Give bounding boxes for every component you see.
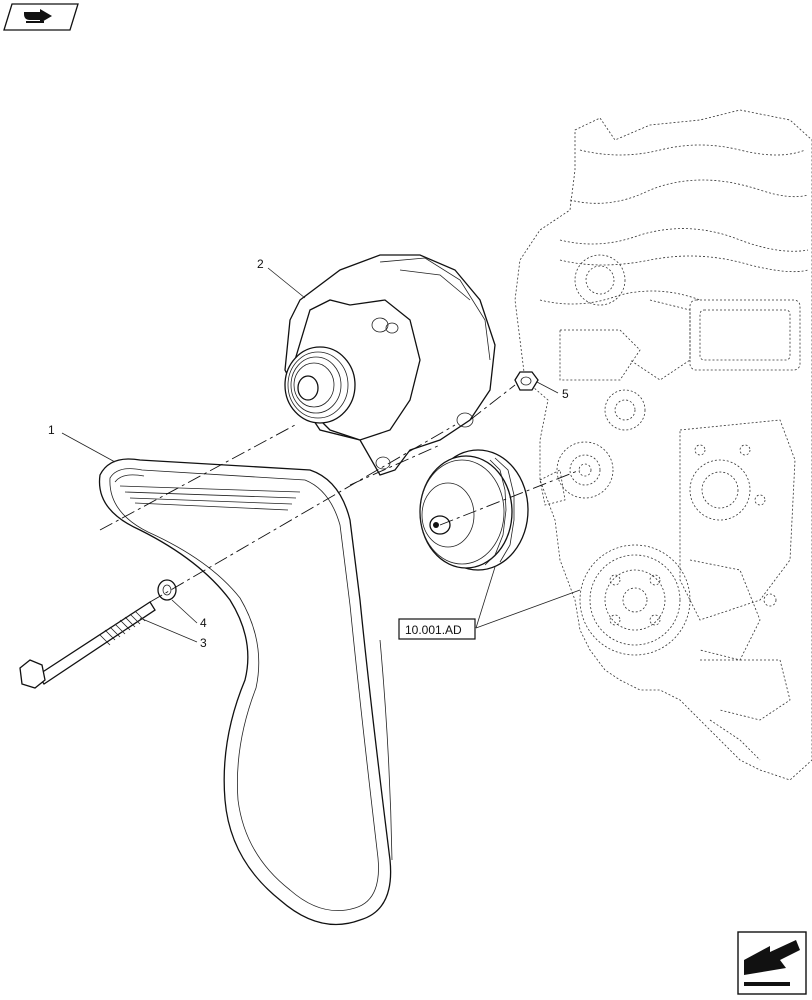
assembly-center-lines [99, 384, 581, 603]
belt-part-1 [98, 458, 393, 926]
callout-3: 3 [200, 636, 207, 650]
engine-block [514, 109, 812, 781]
nut-part-5 [514, 371, 539, 391]
washer-part-4 [157, 579, 177, 601]
bolt-part-3 [19, 601, 156, 689]
reference-box-label: 10.001.AD [405, 623, 462, 637]
leader-lines [61, 267, 581, 643]
water-pump-pulley [419, 449, 529, 571]
next-page-arrow-icon[interactable] [737, 931, 807, 995]
callout-2: 2 [257, 257, 264, 271]
callout-5: 5 [562, 387, 569, 401]
alternator [284, 254, 496, 476]
callout-1: 1 [48, 423, 55, 437]
reference-box-link[interactable]: 10.001.AD [398, 618, 476, 640]
callout-4: 4 [200, 616, 207, 630]
section-tab-arrow-icon[interactable] [3, 3, 79, 31]
